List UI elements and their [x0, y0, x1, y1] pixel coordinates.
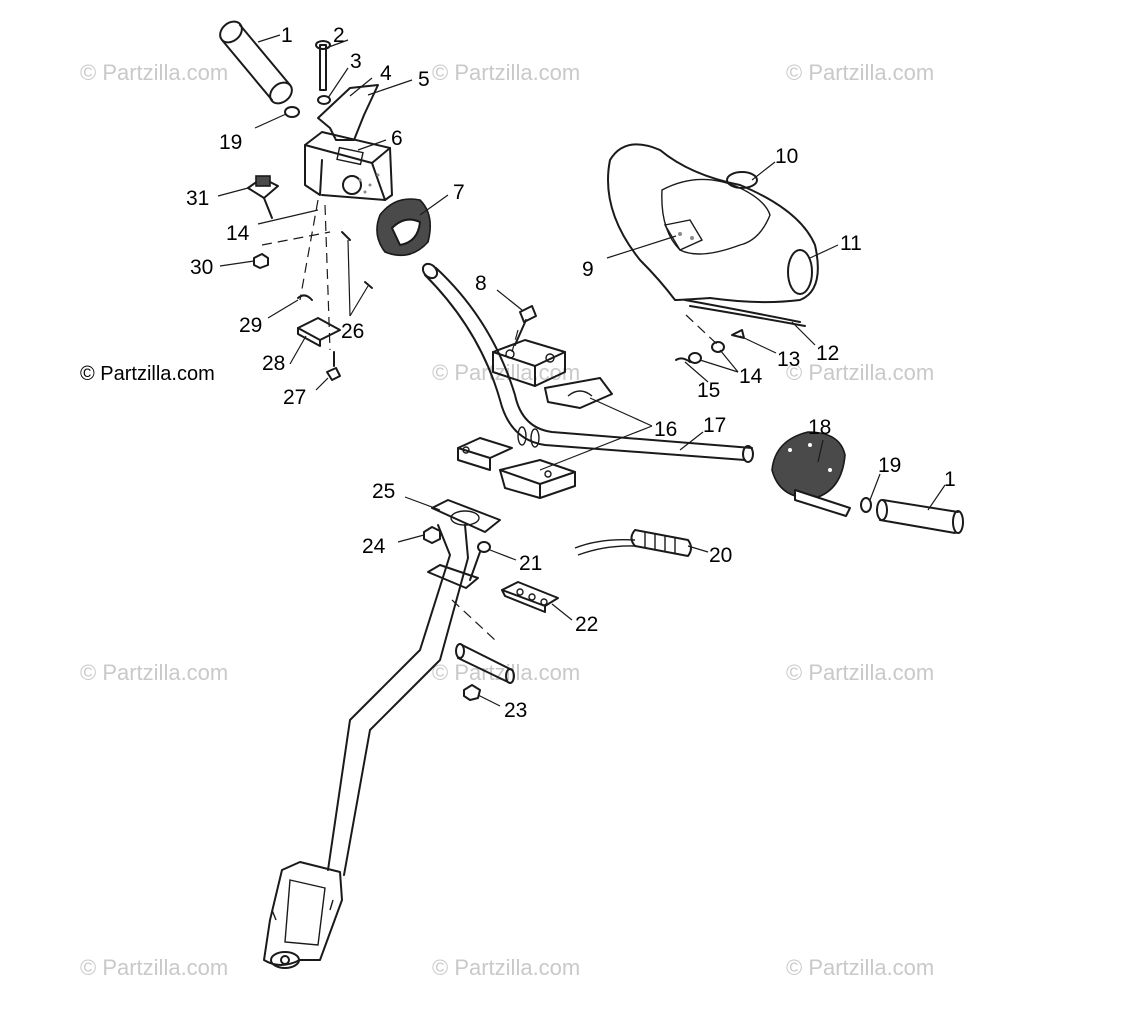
- control-housing: [771, 431, 851, 517]
- watermark: © Partzilla.com: [80, 955, 228, 980]
- callout-14: 14: [226, 222, 250, 245]
- callout-8: 8: [475, 272, 487, 295]
- watermark: © Partzilla.com: [80, 660, 228, 685]
- callout-6: 6: [391, 127, 403, 150]
- callout-17: 17: [703, 414, 726, 437]
- callout-2: 2: [333, 24, 345, 47]
- watermark: © Partzilla.com: [786, 60, 934, 85]
- callout-7: 7: [453, 181, 465, 204]
- watermark: © Partzilla.com: [432, 955, 580, 980]
- nut-part: [317, 95, 331, 105]
- callout-21: 21: [519, 552, 542, 575]
- callout-15: 15: [697, 379, 720, 402]
- watermark: © Partzilla.com: [786, 660, 934, 685]
- callout-16: 16: [654, 418, 677, 441]
- callout-19b: 19: [878, 454, 901, 477]
- assembly-line: [299, 199, 319, 301]
- leader-lines: [217, 34, 946, 707]
- handlebar-part: [421, 262, 754, 463]
- callout-24: 24: [362, 535, 386, 558]
- callout-20: 20: [709, 544, 732, 567]
- callout-19: 19: [219, 131, 242, 154]
- lower-clamp: [457, 437, 576, 499]
- callout-4: 4: [380, 62, 392, 85]
- callout-1: 1: [281, 24, 293, 47]
- callout-5: 5: [418, 68, 430, 91]
- callout-25: 25: [372, 480, 395, 503]
- throttle-lever: [317, 84, 379, 141]
- callout-30: 30: [190, 256, 213, 279]
- watermark-layer: © Partzilla.com © Partzilla.com © Partzi…: [80, 60, 934, 980]
- watermark: © Partzilla.com: [786, 360, 934, 385]
- watermark: © Partzilla.com: [432, 60, 580, 85]
- throttle-housing: [304, 131, 393, 201]
- screw-27: [326, 351, 341, 381]
- plug-part: [284, 106, 300, 118]
- callout-11: 11: [840, 232, 862, 255]
- steering-post: [263, 499, 501, 969]
- copyright-label: © Partzilla.com: [80, 363, 215, 385]
- switch-part: [247, 175, 279, 219]
- callout-10: 10: [775, 145, 798, 168]
- handlebar-pad: [607, 143, 819, 327]
- plate-28: [297, 317, 341, 341]
- callout-12: 12: [816, 342, 839, 365]
- screws-26: [341, 231, 373, 289]
- plate-22: [501, 581, 559, 613]
- assembly-line: [324, 204, 331, 351]
- callout-3: 3: [350, 50, 362, 73]
- nut-24: [423, 526, 441, 544]
- callout-28: 28: [262, 352, 285, 375]
- callout-14b: 14: [739, 365, 763, 388]
- nut-30: [253, 253, 269, 269]
- watermark: © Partzilla.com: [80, 60, 228, 85]
- shaft-23: [455, 643, 515, 701]
- callout-18: 18: [808, 416, 831, 439]
- grip-right: [876, 499, 964, 534]
- clip-29: [297, 294, 313, 301]
- bolt-part: [315, 40, 331, 91]
- callout-13: 13: [777, 348, 800, 371]
- plug-19: [860, 497, 872, 513]
- heater-element: [574, 529, 692, 557]
- callout-27: 27: [283, 386, 306, 409]
- callout-1b: 1: [944, 468, 956, 491]
- callout-26: 26: [341, 320, 364, 343]
- callout-9: 9: [582, 258, 594, 281]
- watermark: © Partzilla.com: [786, 955, 934, 980]
- pad-hardware: [675, 329, 745, 364]
- emblem-part: [726, 171, 758, 189]
- bolt-8: [514, 305, 537, 346]
- callout-31: 31: [186, 187, 209, 210]
- cover-part: [376, 198, 431, 257]
- callout-23: 23: [504, 699, 527, 722]
- callout-numbers: 1 2 3 4 5 6 7 19 31 14 30 29 26 28 27 8 …: [186, 24, 956, 722]
- grip-left: [219, 20, 293, 105]
- callout-22: 22: [575, 613, 598, 636]
- callout-29: 29: [239, 314, 262, 337]
- bolt-21: [469, 541, 491, 581]
